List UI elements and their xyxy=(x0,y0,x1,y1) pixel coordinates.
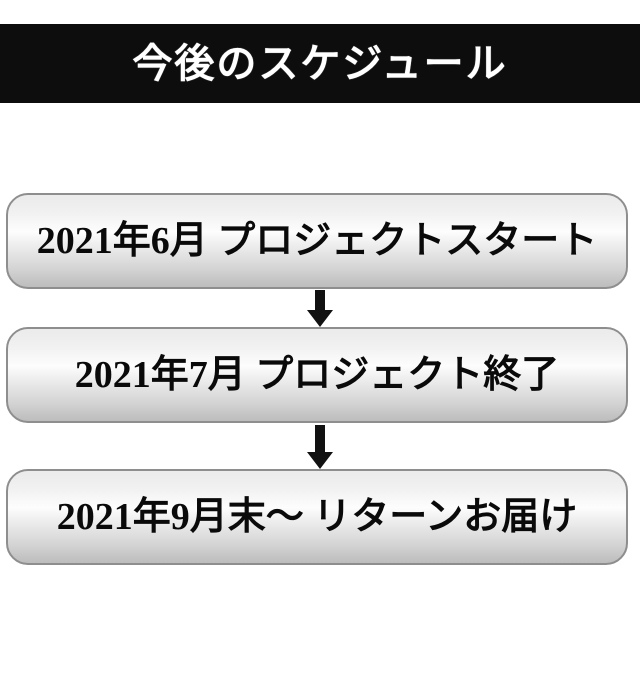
schedule-step-1: 2021年6月 プロジェクトスタート xyxy=(6,193,628,289)
schedule-step-1-label: 2021年6月 プロジェクトスタート xyxy=(36,220,598,262)
schedule-step-3: 2021年9月末〜 リターンお届け xyxy=(6,469,628,565)
header-banner: 今後のスケジュール xyxy=(0,24,640,103)
arrow-head xyxy=(307,452,333,469)
down-arrow-icon-2 xyxy=(307,425,333,469)
down-arrow-icon-1 xyxy=(307,290,333,327)
schedule-step-3-label: 2021年9月末〜 リターンお届け xyxy=(56,496,578,538)
arrow-shaft xyxy=(315,425,325,454)
schedule-step-2: 2021年7月 プロジェクト終了 xyxy=(6,327,628,423)
schedule-step-2-label: 2021年7月 プロジェクト終了 xyxy=(74,354,560,396)
arrow-head xyxy=(307,310,333,327)
arrow-shaft xyxy=(315,290,325,312)
page-title: 今後のスケジュール xyxy=(132,40,508,86)
